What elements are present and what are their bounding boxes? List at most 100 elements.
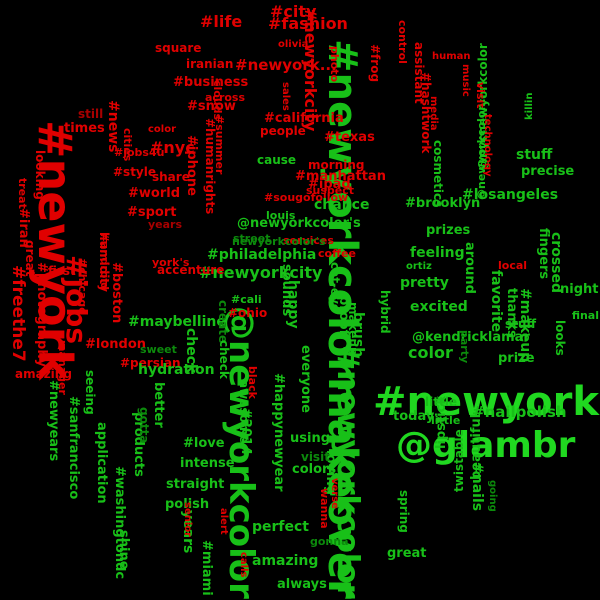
- cloud-word: iranian: [186, 57, 234, 71]
- cloud-word: #nyc: [150, 138, 195, 157]
- cloud-word: share: [152, 170, 190, 184]
- cloud-word: looking: [33, 150, 47, 200]
- cloud-word: makeup: [346, 302, 360, 356]
- cloud-word: #philadelphia: [207, 247, 317, 263]
- cloud-word: square: [155, 41, 202, 55]
- cloud-word: still: [78, 107, 104, 121]
- cloud-word: coffee: [318, 247, 356, 260]
- cloud-word: night: [560, 282, 599, 297]
- cloud-word: prize: [498, 351, 535, 366]
- cloud-word: color: [148, 124, 177, 135]
- cloud-word: little: [431, 414, 461, 427]
- cloud-word: #photography: [34, 262, 49, 368]
- cloud-word: sales: [280, 82, 291, 111]
- cloud-word: senior: [182, 502, 193, 538]
- cloud-word: across: [205, 91, 246, 104]
- cloud-word: @newyorkcolor...: [475, 94, 488, 200]
- cloud-word: #summer: [213, 115, 226, 175]
- cloud-word: #fashion: [268, 14, 348, 33]
- cloud-word: excited: [410, 299, 468, 315]
- cloud-word: humidity: [97, 232, 111, 292]
- cloud-word: treat: [16, 178, 29, 209]
- cloud-word: amazing: [252, 553, 319, 569]
- cloud-word: first: [48, 264, 76, 278]
- cloud-word: #iphone: [184, 135, 199, 196]
- cloud-word: #frog: [368, 44, 382, 83]
- cloud-word: favorite: [488, 270, 504, 333]
- cloud-word: ortiz: [406, 261, 432, 272]
- cloud-word: #news: [105, 100, 121, 153]
- cloud-word: create: [216, 300, 230, 344]
- cloud-word: perfect: [252, 519, 309, 535]
- cloud-word: morning: [308, 158, 365, 172]
- cloud-word: @newyorkcolor's: [237, 216, 361, 231]
- cloud-word: #sougofollow: [264, 191, 349, 204]
- cloud-word: human: [432, 51, 471, 62]
- cloud-word: spring: [397, 490, 411, 533]
- cloud-word: #snow: [187, 99, 236, 114]
- cloud-word: final: [571, 309, 599, 322]
- cloud-word: today: [393, 409, 435, 424]
- cloud-word: stuff: [516, 147, 553, 163]
- cloud-word: #ipad: [308, 177, 351, 192]
- cloud-word: application: [94, 422, 109, 504]
- cloud-word: amazing: [15, 367, 72, 381]
- cloud-word: suspect: [306, 184, 355, 197]
- cloud-word: hydration: [138, 362, 215, 378]
- cloud-word: services: [283, 234, 334, 247]
- cloud-word: #freethe7: [8, 265, 28, 362]
- cloud-word: shine: [116, 530, 131, 570]
- cloud-word: #jobs4u: [114, 146, 165, 159]
- cloud-word: cat-eye: [328, 262, 342, 313]
- cloud-word: #happynewyear: [271, 373, 286, 492]
- cloud-word: photo: [328, 46, 341, 83]
- cloud-word: #love: [183, 436, 225, 451]
- cloud-word: times: [64, 121, 105, 136]
- cloud-word: precise: [521, 164, 575, 179]
- cloud-word: #business: [173, 75, 249, 90]
- cloud-word: #california: [264, 111, 344, 126]
- cloud-word: media: [428, 96, 439, 131]
- cloud-word: great: [387, 546, 427, 561]
- cloud-word: great: [23, 240, 37, 277]
- cloud-word: louis: [266, 209, 296, 222]
- cloud-word: cities: [121, 128, 134, 162]
- cloud-word: control: [396, 20, 409, 64]
- cloud-word: always: [277, 577, 327, 592]
- cloud-word: intense: [180, 456, 235, 471]
- cloud-word: calls: [238, 552, 249, 578]
- cloud-word: newyorkcolor's: [232, 235, 326, 248]
- cloud-word: #nailpolish: [472, 403, 567, 421]
- cloud-word: straight: [166, 477, 225, 492]
- cloud-word: #sport: [127, 205, 177, 220]
- cloud-word: alert: [218, 508, 229, 535]
- cloud-word: polish: [165, 497, 210, 512]
- cloud-word: twistable: [452, 429, 466, 492]
- cloud-word: feeling: [410, 245, 465, 261]
- cloud-word: colors: [292, 462, 337, 477]
- cloud-word: olivia: [278, 39, 309, 50]
- cloud-word: manager: [56, 340, 69, 395]
- cloud-word: beautiful: [469, 413, 484, 480]
- cloud-word: seeing: [83, 370, 97, 415]
- cloud-word: #chicago: [76, 258, 89, 315]
- cloud-word: people: [260, 124, 306, 138]
- cloud-word: stuff: [505, 317, 537, 331]
- cloud-word: #style: [113, 165, 157, 179]
- cloud-word: #losangeles: [462, 187, 559, 203]
- cloud-word: sounds: [279, 264, 294, 317]
- cloud-word: little: [425, 395, 457, 409]
- cloud-word: clouds: [211, 80, 224, 121]
- cloud-word: chance: [314, 197, 370, 213]
- cloud-word: #maybelline: [128, 314, 226, 330]
- cloud-word: killin: [524, 92, 535, 120]
- cloud-word: sweet: [140, 343, 177, 356]
- cloud-word: #city: [270, 2, 317, 21]
- cloud-word: #manhattan: [295, 169, 386, 184]
- cloud-word: going: [487, 480, 498, 512]
- cloud-word: around: [462, 242, 477, 294]
- cloud-word: black: [246, 366, 259, 399]
- cloud-word: looks: [553, 320, 567, 356]
- cloud-word: @glambr: [396, 425, 576, 466]
- cloud-word: gotta: [137, 407, 151, 444]
